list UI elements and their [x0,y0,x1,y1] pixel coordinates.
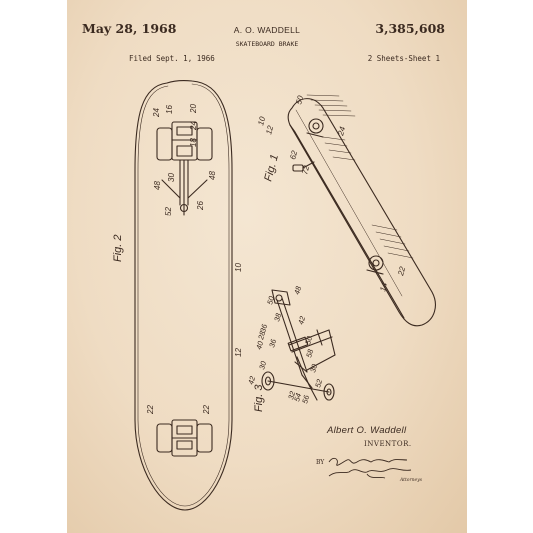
ref-numeral: 36 [258,322,269,333]
ref-numeral: 30 [257,359,268,370]
inventor-label: INVENTOR. [364,440,412,448]
ref-numeral: 52 [313,377,324,388]
ref-numeral: 16 [165,105,174,114]
ref-numeral: 32 [286,389,297,400]
patent-drawing: Fig. 2 Fig. 1 Fig. 3 24 16 20 24 18 30 4… [112,80,436,511]
ref-numeral: 28 [256,329,267,341]
ref-numeral: 22 [146,405,155,415]
fig3-label: Fig. 3 [253,384,265,412]
ref-numeral: 36 [267,337,278,348]
ref-numeral: 18 [189,138,198,147]
ref-numeral: 38 [272,311,283,322]
fig2-board [134,80,233,511]
ref-numeral: 22 [396,265,407,277]
ref-numeral: 50 [265,294,276,305]
ref-numeral: 24 [189,121,198,131]
inventor-header: A. O. WADDELL [233,25,301,35]
ref-numeral: 48 [153,181,162,190]
ref-numeral: 48 [292,284,303,295]
fig2-numerals: 24 16 20 24 18 30 48 48 52 26 10 12 22 2… [146,104,243,415]
ref-numeral: 10 [234,263,243,272]
ref-numeral: 24 [336,125,347,137]
fig2-front-truck [156,121,213,216]
ref-numeral: 48 [208,171,217,180]
patent-sheet: May 28, 1968 A. O. WADDELL 3,385,608 SKA… [67,0,467,533]
ref-numeral: 50 [303,334,314,345]
ref-numeral: 56 [300,393,311,404]
patent-date: May 28, 1968 [82,21,177,36]
ref-numeral: 20 [189,104,198,114]
patent-number: 3,385,608 [375,21,445,36]
ref-numeral: 52 [164,207,173,216]
fig1-label: Fig. 1 [262,153,281,183]
fig2-label: Fig. 2 [112,234,124,262]
sheet-count: 2 Sheets-Sheet 1 [367,54,440,63]
ref-numeral: 22 [202,405,211,415]
patent-title: SKATEBOARD BRAKE [235,40,299,48]
ref-numeral: 30 [167,173,176,182]
ref-numeral: 10 [256,115,267,126]
fig3-numerals: 48 50 38 36 42 40 28 36 30 50 58 42 30 5… [246,284,324,404]
attorney-signature [328,457,412,479]
fig1-board [287,98,436,327]
ref-numeral: 42 [246,374,257,385]
ref-numeral: 12 [234,348,243,357]
inventor-name: Albert O. Waddell [327,425,407,436]
ref-numeral: 50 [294,94,305,105]
attorney-label: Attorneys [400,478,423,483]
ref-numeral: 58 [304,347,315,358]
ref-numeral: 26 [196,201,205,211]
fig1-ground-shading [306,94,414,259]
ref-numeral: 54 [292,392,303,402]
fig2-rear-truck [156,419,213,457]
ref-numeral: 62 [288,149,299,160]
ref-numeral: 40 [254,339,265,350]
ref-numeral: 42 [296,314,307,325]
ref-numeral: 12 [264,124,275,135]
ref-numeral: 72 [300,164,311,175]
ref-numeral: 30 [308,362,319,373]
ref-numeral: 24 [152,108,161,118]
by-label: BY [316,459,325,466]
fig3-brake-mechanism [261,289,336,401]
fig1-numerals: 50 12 10 62 72 24 14 22 [256,94,407,292]
ref-numeral: 14 [378,281,389,292]
filed-date: Filed Sept. 1, 1966 [129,54,215,63]
